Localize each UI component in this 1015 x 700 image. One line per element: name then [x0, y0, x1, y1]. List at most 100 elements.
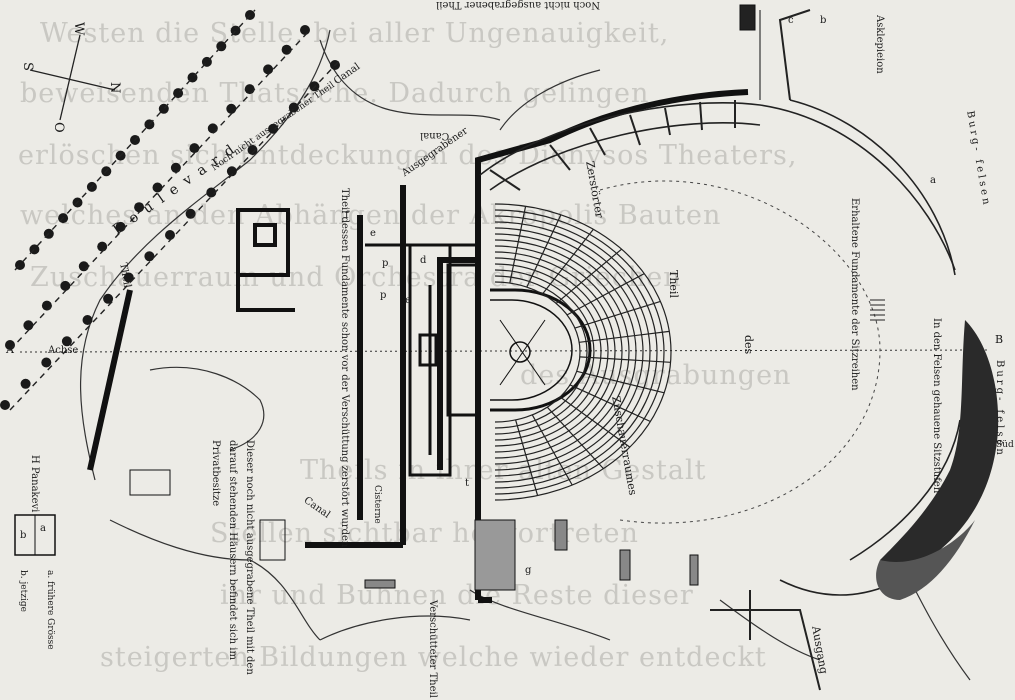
compass-west: W [71, 22, 86, 36]
seat-row [494, 215, 658, 489]
map-letter-a: a [930, 175, 936, 186]
seat-row [494, 221, 651, 483]
label-cisterne: Cisterne [372, 485, 382, 524]
tree-icon [60, 280, 71, 291]
ruins-blocks [129, 4, 756, 591]
tree-icon [206, 187, 217, 198]
seat-divider [531, 414, 573, 486]
tree-icon [189, 143, 200, 154]
seat-row [494, 239, 630, 465]
tree-icon [78, 261, 89, 272]
bleed-line: Westen die Stelle, bei aller Ungenauigke… [40, 18, 670, 49]
tree-icon [226, 166, 237, 177]
tree-icon [103, 293, 114, 304]
tree-icon [281, 44, 292, 55]
buttress [489, 169, 521, 191]
tree-icon [41, 357, 52, 368]
compass-rose [29, 34, 116, 121]
seat-divider [579, 330, 670, 343]
legend-a: a. frühere Grösse [45, 570, 55, 650]
seat-divider [509, 206, 527, 284]
map-letter-e: e [370, 228, 376, 239]
map-letter-e2: e [405, 295, 411, 306]
seat-divider [559, 396, 631, 448]
seat-row [494, 257, 609, 447]
tree-icon [170, 162, 181, 173]
seat-divider [546, 406, 604, 470]
label-verschuetteter: Verschütteter Theil [427, 600, 438, 698]
map-letter-p2: p [380, 290, 387, 301]
map-letter-b: b [820, 15, 827, 26]
seat-row [494, 203, 672, 501]
map-letter-g: g [525, 565, 532, 576]
buttress [589, 127, 606, 156]
compass-north: N [107, 82, 122, 94]
axis-label-b: B [995, 333, 1004, 346]
orchestra [490, 288, 592, 412]
tree-icon [61, 336, 72, 347]
label-erhaltene-fundamente: Erhaltene Fundamente der Sitzreihen [849, 198, 860, 391]
tree-icon [152, 182, 163, 193]
seat-divider [576, 370, 665, 394]
tree-icon [247, 145, 258, 155]
label-asklepieion: Asklepieion [874, 15, 885, 74]
bleed-line: Theils in ihrer alten Gestalt [300, 455, 707, 486]
buttress [699, 101, 703, 131]
label-in-den-felsen: In den Felsen gehauene Sitzstufen [931, 318, 942, 494]
label-h-panagia: H Panakevi [29, 455, 40, 513]
tree-icon [20, 378, 31, 389]
tree-icon [144, 251, 155, 262]
fundamente-rows [870, 299, 885, 321]
tree-icon [97, 241, 108, 252]
label-fundamente-zerstoert: Theil dessen Fundamente schon vor der Ve… [339, 188, 350, 548]
seat-row [494, 269, 595, 435]
rock-cliff-lower [876, 520, 975, 600]
seat-row [494, 275, 588, 429]
label-sued: Süd [996, 440, 1014, 450]
tree-icon [268, 123, 279, 134]
tree-icon [41, 300, 52, 311]
tree-icon [23, 320, 34, 331]
bleed-line: des Ausgrabungen [520, 360, 792, 391]
inner-dotted-arc [599, 180, 881, 524]
seat-row [494, 263, 602, 441]
map-letter-d: d [420, 255, 427, 266]
seat-divider [566, 273, 645, 316]
seat-row [494, 245, 623, 459]
axis-label-a: A [6, 343, 14, 356]
buttress [549, 144, 571, 171]
seat-row [494, 281, 581, 423]
tree-icon [207, 123, 218, 134]
tree-icon [244, 84, 255, 95]
seat-divider [515, 419, 539, 496]
buttress [629, 114, 641, 146]
outer-theatre-curve [479, 99, 961, 596]
seat-divider [542, 228, 594, 295]
seat-row [494, 209, 665, 495]
small-house [236, 208, 295, 312]
seat-divider [569, 384, 651, 423]
tree-icon [263, 64, 274, 75]
rock-cliff [880, 320, 999, 569]
label-dieser-noch-nicht: Dieser noch nicht ausgegrabene Theil mit… [210, 440, 255, 675]
tree-icon [226, 103, 237, 114]
stage-building [365, 243, 480, 477]
bleed-line: steigerten Bildungen welche wieder entde… [100, 642, 767, 673]
tree-icon [288, 102, 299, 113]
bleed-line: ihr und Buhnen die Reste dieser [220, 580, 694, 611]
map-letter-p: p [382, 258, 389, 269]
map-letter-f: f [345, 210, 349, 221]
label-theil-mid: Theil [667, 270, 680, 298]
compass-east: O [51, 122, 66, 133]
bleed-line: beweisenden Thatsache. Dadurch gelingen [20, 78, 650, 109]
outer-wall-buttresses [489, 100, 736, 191]
seat-row [494, 233, 637, 471]
tree-icon [82, 315, 93, 325]
tree-icon [165, 230, 175, 240]
legend-letter-a: a [40, 523, 46, 534]
ausgang-walls [710, 9, 821, 691]
seat-divider [555, 248, 622, 304]
seat-divider [574, 300, 661, 329]
tree-icon [123, 272, 134, 283]
